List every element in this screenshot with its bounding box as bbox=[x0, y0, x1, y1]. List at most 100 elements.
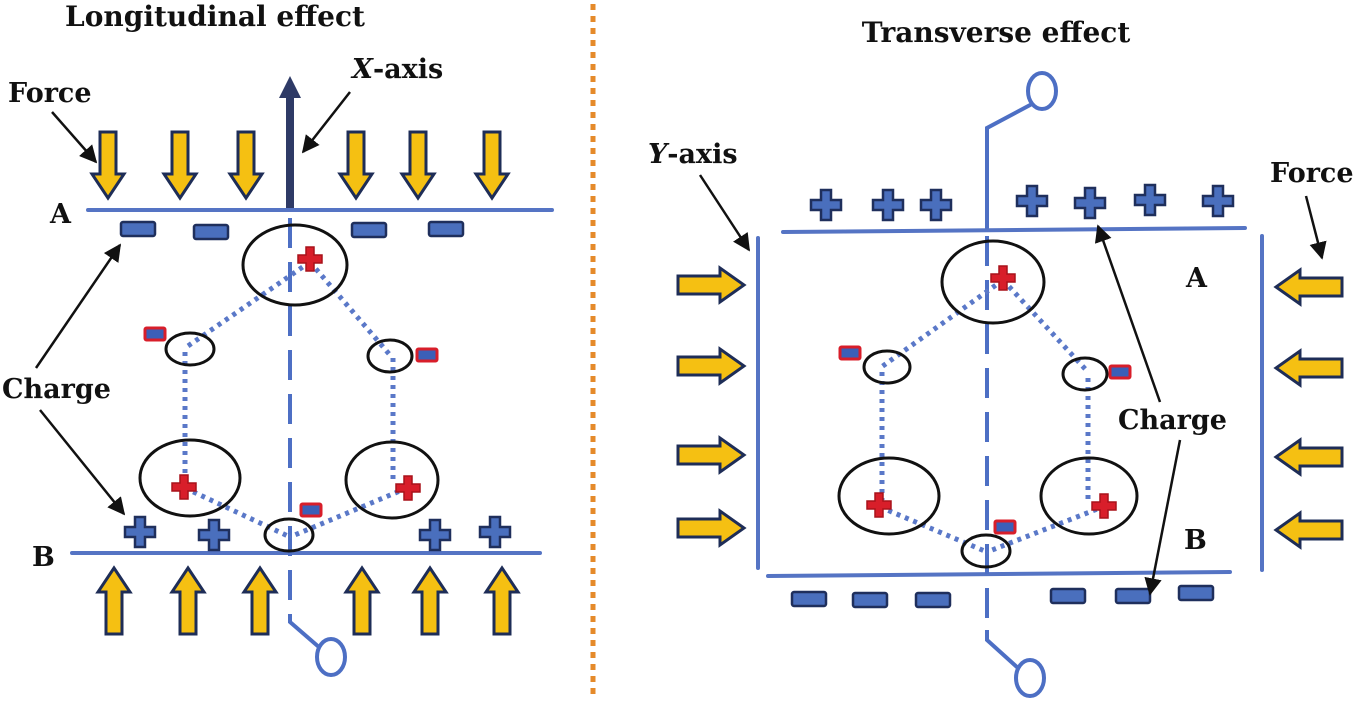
force-arrow-down-icon bbox=[474, 130, 510, 200]
ring bbox=[366, 338, 414, 374]
right-panel-title: Transverse effect bbox=[862, 16, 1131, 49]
right-left-force-arrows bbox=[676, 266, 746, 547]
left-bottom-force-arrows bbox=[96, 566, 520, 636]
right-charge-pointer-down bbox=[1144, 439, 1182, 596]
plus-charge-icon bbox=[919, 188, 953, 222]
ring bbox=[241, 223, 349, 307]
minus-charge-icon bbox=[119, 220, 157, 238]
right-plate-b-label: B bbox=[1184, 525, 1207, 556]
ring bbox=[862, 349, 912, 385]
plus-charge-icon bbox=[1201, 184, 1235, 218]
minus-ion-icon bbox=[415, 347, 439, 363]
force-arrow-down-icon bbox=[338, 130, 374, 200]
right-charge-label: Charge bbox=[1118, 405, 1227, 436]
y-axis-label: Y-axis bbox=[648, 139, 738, 170]
ring bbox=[940, 239, 1046, 325]
right-force-label: Force bbox=[1270, 158, 1353, 189]
bond bbox=[986, 503, 1106, 555]
bond bbox=[308, 260, 392, 357]
right-plate-b-bottom bbox=[766, 570, 1232, 578]
right-lattice-bonds bbox=[878, 277, 1106, 555]
minus-charge-icon bbox=[1049, 587, 1087, 605]
force-arrow-up-icon bbox=[484, 566, 520, 636]
plus-charge-icon bbox=[1133, 183, 1167, 217]
ring bbox=[138, 438, 242, 518]
left-plate-a-label: A bbox=[49, 199, 72, 230]
force-arrow-down-icon bbox=[228, 130, 264, 200]
left-charge-pointer-down bbox=[39, 409, 126, 516]
right-panel-transverse: Transverse effect Y-axis Force A B bbox=[648, 16, 1353, 698]
left-force-pointer bbox=[51, 111, 98, 164]
left-atom-rings bbox=[138, 223, 440, 553]
force-arrow-right-icon bbox=[676, 509, 746, 547]
bond bbox=[879, 504, 988, 555]
minus-ion-icon bbox=[993, 519, 1017, 535]
minus-charge-icon bbox=[790, 590, 828, 608]
minus-charge-icon bbox=[851, 591, 889, 609]
force-arrow-right-icon bbox=[676, 347, 746, 385]
bond bbox=[183, 259, 312, 351]
plus-ion-icon bbox=[866, 492, 892, 518]
ring bbox=[1039, 456, 1139, 536]
ring bbox=[164, 331, 216, 367]
right-bottom-terminal-loop bbox=[1014, 658, 1046, 698]
force-arrow-up-icon bbox=[412, 566, 448, 636]
force-arrow-left-icon bbox=[1274, 349, 1344, 387]
minus-ion-icon bbox=[1108, 364, 1132, 380]
y-axis-pointer bbox=[698, 174, 751, 252]
x-axis-label: X-axis bbox=[350, 54, 443, 85]
ring bbox=[263, 517, 315, 553]
plus-ion-icon bbox=[171, 474, 197, 500]
force-arrow-up-icon bbox=[242, 566, 278, 636]
force-arrow-down-icon bbox=[400, 130, 436, 200]
minus-ion-icon bbox=[299, 502, 323, 518]
left-panel-longitudinal: Longitudinal effect X-axis Force A B bbox=[2, 0, 554, 677]
y-axis-label-rest: -axis bbox=[667, 139, 737, 170]
force-arrow-up-icon bbox=[344, 566, 380, 636]
left-charge-pointer-up bbox=[34, 243, 122, 369]
plus-charge-icon bbox=[418, 518, 452, 552]
right-atom-rings bbox=[837, 239, 1139, 569]
right-top-lead-wire bbox=[985, 102, 1033, 230]
bond bbox=[1001, 278, 1090, 374]
force-arrow-right-icon bbox=[676, 436, 746, 474]
force-arrow-up-icon bbox=[96, 566, 132, 636]
force-arrow-right-icon bbox=[676, 266, 746, 304]
force-arrow-down-icon bbox=[162, 130, 198, 200]
x-axis-pointer bbox=[301, 91, 351, 154]
minus-charge-icon bbox=[914, 591, 952, 609]
ring bbox=[344, 440, 440, 520]
bond bbox=[289, 485, 408, 540]
ring bbox=[837, 456, 941, 536]
plus-charge-icon bbox=[197, 518, 231, 552]
minus-ion-icon bbox=[143, 326, 167, 342]
right-right-force-arrows bbox=[1274, 268, 1344, 549]
minus-charge-icon bbox=[1114, 587, 1152, 605]
left-panel-title: Longitudinal effect bbox=[65, 0, 365, 33]
left-lattice-bonds bbox=[182, 259, 408, 540]
x-axis-label-rest: -axis bbox=[373, 54, 443, 85]
x-axis-label-letter: X bbox=[350, 54, 374, 85]
ring bbox=[1061, 356, 1109, 392]
minus-ion-icon bbox=[838, 345, 862, 361]
left-plate-b-label: B bbox=[32, 542, 55, 573]
minus-charge-icon bbox=[427, 220, 465, 238]
plus-charge-icon bbox=[1073, 186, 1107, 220]
left-terminal-loop bbox=[315, 637, 347, 677]
x-axis-arrowhead bbox=[279, 76, 301, 98]
plus-charge-icon bbox=[871, 188, 905, 222]
minus-charge-icon bbox=[1177, 584, 1215, 602]
force-arrow-down-icon bbox=[90, 130, 126, 200]
ring bbox=[960, 533, 1012, 569]
plus-charge-icon bbox=[1015, 184, 1049, 218]
left-force-label: Force bbox=[8, 78, 92, 109]
plus-ion-icon bbox=[1091, 493, 1117, 519]
force-arrow-left-icon bbox=[1274, 268, 1344, 306]
right-top-terminal-loop bbox=[1026, 71, 1058, 111]
left-charge-label: Charge bbox=[2, 374, 111, 405]
right-force-pointer bbox=[1304, 195, 1327, 260]
right-plate-a-label: A bbox=[1185, 263, 1208, 294]
right-charge-pointer-up bbox=[1094, 224, 1162, 403]
right-bottom-lead-wire bbox=[985, 630, 1020, 670]
